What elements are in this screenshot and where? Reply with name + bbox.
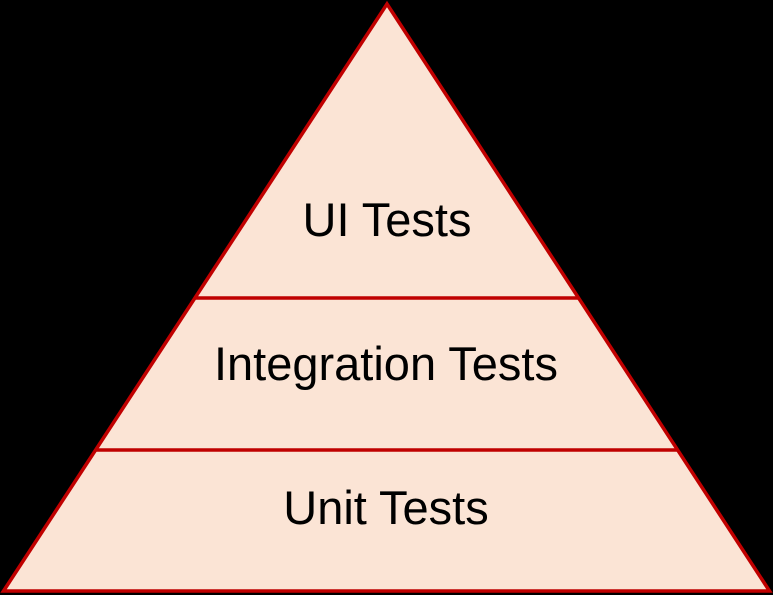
layer-label-unit-tests: Unit Tests — [283, 481, 489, 534]
layer-label-integration-tests: Integration Tests — [214, 337, 558, 390]
layer-label-ui-tests: UI Tests — [303, 193, 472, 246]
